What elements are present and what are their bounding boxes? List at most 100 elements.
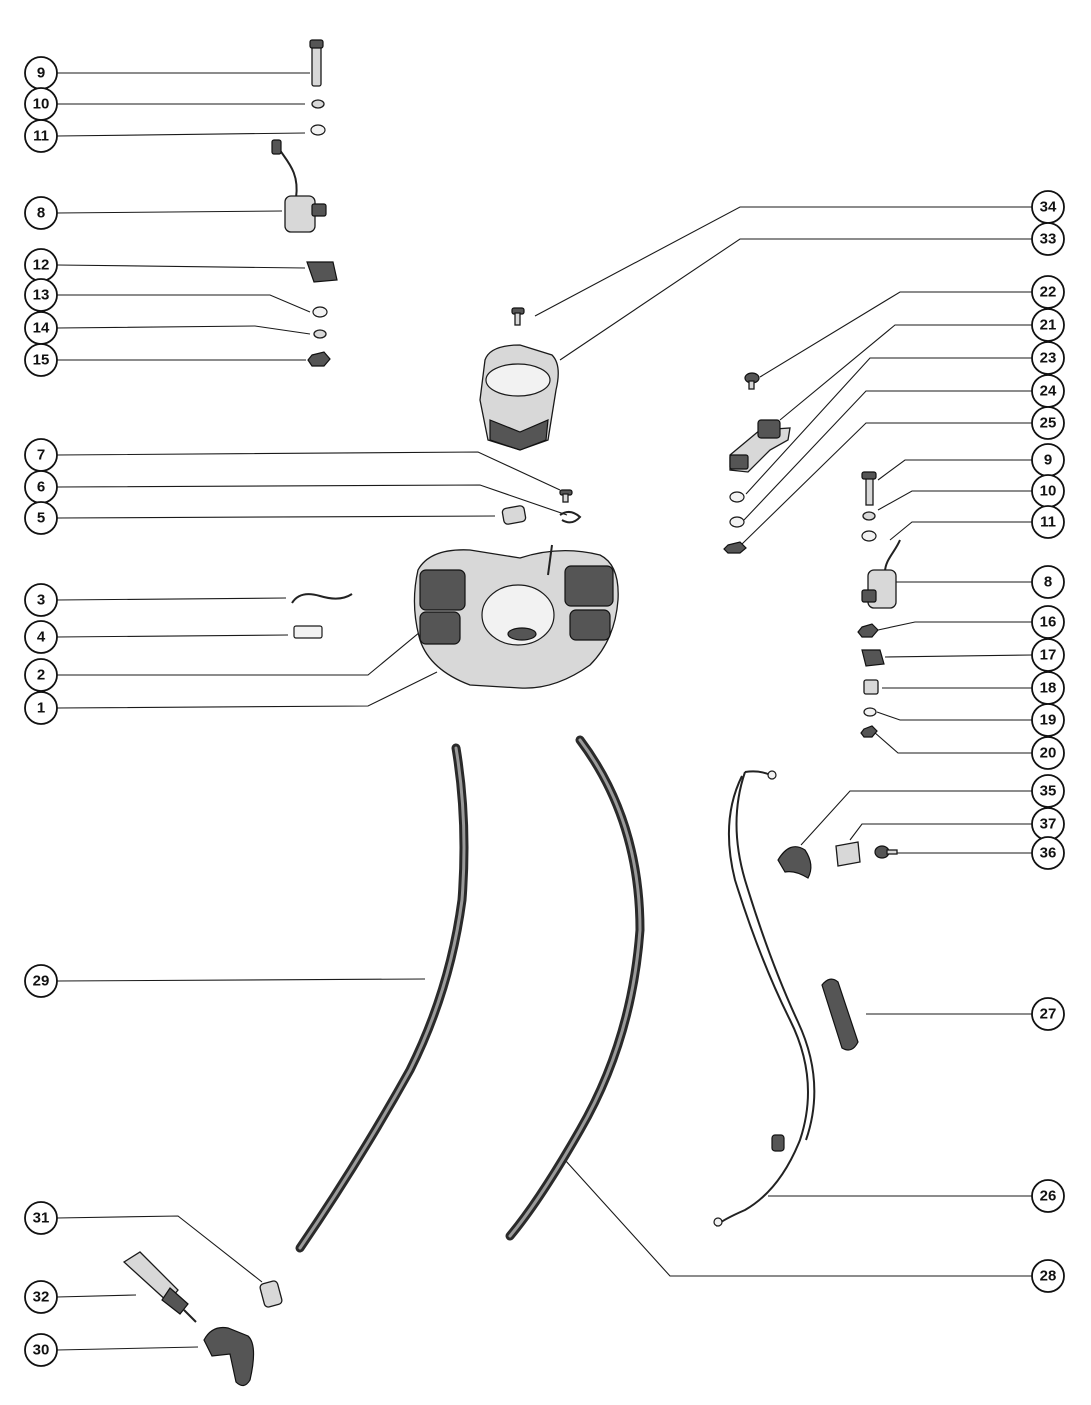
svg-text:4: 4 (37, 629, 46, 646)
callout-11-right: 11 (1031, 505, 1065, 539)
svg-text:35: 35 (1040, 783, 1057, 800)
connector-part-5 (501, 505, 527, 525)
high-tension-lead-part-28 (505, 735, 645, 1241)
callout-24: 24 (1031, 374, 1065, 408)
svg-text:33: 33 (1040, 231, 1057, 248)
clip-part-37 (835, 841, 861, 867)
svg-text:36: 36 (1040, 845, 1057, 862)
svg-text:14: 14 (33, 320, 50, 337)
callout-25: 25 (1031, 406, 1065, 440)
callout-5: 5 (24, 501, 58, 535)
callout-33: 33 (1031, 222, 1065, 256)
breaker-point-part-21 (729, 419, 791, 473)
callout-18: 18 (1031, 671, 1065, 705)
lockwasher-part-14 (313, 329, 327, 339)
spark-plug-part-32 (122, 1251, 197, 1323)
svg-text:32: 32 (33, 1289, 50, 1306)
nut-part-16 (857, 623, 879, 638)
svg-text:21: 21 (1040, 317, 1057, 334)
callout-labels: 9 10 11 8 12 13 14 15 7 6 5 3 4 2 1 29 3… (24, 56, 1065, 1367)
coil-part-8-right (861, 539, 901, 609)
svg-text:19: 19 (1040, 712, 1057, 729)
svg-text:22: 22 (1040, 284, 1057, 301)
callout-31: 31 (24, 1201, 58, 1235)
washer-part-11-left (310, 124, 326, 136)
sleeve-part-31 (259, 1280, 283, 1308)
washer-part-11-right (861, 530, 877, 542)
leader-lines (56, 72, 1033, 1351)
callout-16: 16 (1031, 605, 1065, 639)
clip-part-17 (861, 649, 885, 667)
washer-part-13 (312, 306, 328, 318)
callout-23: 23 (1031, 341, 1065, 375)
spark-plug-boot-part-30 (203, 1326, 255, 1387)
callout-13: 13 (24, 278, 58, 312)
sleeve-part-27 (821, 978, 859, 1051)
svg-text:29: 29 (33, 973, 50, 990)
svg-text:11: 11 (33, 128, 49, 145)
svg-text:16: 16 (1040, 614, 1057, 631)
wire-harness-part-26 (713, 770, 816, 1227)
callout-4: 4 (24, 620, 58, 654)
stator-plate-assembly-part-1-2 (413, 544, 619, 689)
callout-10-left: 10 (24, 87, 58, 121)
svg-text:6: 6 (37, 479, 45, 496)
callout-2: 2 (24, 658, 58, 692)
callout-10-right: 10 (1031, 474, 1065, 508)
callout-35: 35 (1031, 774, 1065, 808)
svg-text:23: 23 (1040, 350, 1057, 367)
clip-part-6 (559, 511, 582, 524)
parts-illustration (122, 39, 901, 1387)
callout-9-right: 9 (1031, 443, 1065, 477)
svg-text:7: 7 (37, 447, 45, 464)
svg-text:37: 37 (1040, 816, 1057, 833)
screw-part-9-right (861, 471, 877, 506)
callout-19: 19 (1031, 703, 1065, 737)
callout-37: 37 (1031, 807, 1065, 841)
callout-6: 6 (24, 470, 58, 504)
svg-text:11: 11 (1040, 514, 1056, 531)
svg-text:15: 15 (33, 352, 50, 369)
svg-text:10: 10 (1040, 483, 1057, 500)
svg-text:26: 26 (1040, 1188, 1057, 1205)
svg-text:24: 24 (1040, 383, 1057, 400)
callout-14: 14 (24, 311, 58, 345)
callout-11-left: 11 (24, 119, 58, 153)
svg-text:8: 8 (37, 205, 45, 222)
nut-part-15 (307, 351, 331, 367)
nut-part-20 (860, 725, 878, 738)
callout-30: 30 (24, 1333, 58, 1367)
svg-text:3: 3 (37, 592, 45, 609)
svg-text:9: 9 (1044, 452, 1052, 469)
block-part-18 (863, 679, 879, 695)
svg-text:17: 17 (1040, 647, 1057, 664)
callout-12: 12 (24, 248, 58, 282)
svg-text:2: 2 (37, 667, 45, 684)
sleeve-part-4 (293, 625, 323, 639)
svg-text:12: 12 (33, 257, 50, 274)
svg-text:10: 10 (33, 96, 50, 113)
callout-8-left: 8 (24, 196, 58, 230)
svg-text:31: 31 (33, 1210, 50, 1227)
svg-text:25: 25 (1040, 415, 1057, 432)
callout-9-left: 9 (24, 56, 58, 90)
callout-15: 15 (24, 343, 58, 377)
high-tension-lead-part-29 (295, 743, 469, 1253)
callout-26: 26 (1031, 1179, 1065, 1213)
svg-text:28: 28 (1040, 1268, 1057, 1285)
wire-part-3 (291, 593, 353, 604)
callout-21: 21 (1031, 308, 1065, 342)
callout-20: 20 (1031, 736, 1065, 770)
svg-text:5: 5 (37, 510, 45, 527)
callout-3: 3 (24, 583, 58, 617)
svg-text:18: 18 (1040, 680, 1057, 697)
washer-part-19 (863, 707, 877, 717)
washer-part-24 (729, 516, 745, 528)
clamp-part-35 (777, 846, 812, 879)
svg-text:9: 9 (37, 65, 45, 82)
svg-text:8: 8 (1044, 574, 1052, 591)
svg-text:30: 30 (33, 1342, 50, 1359)
lockwasher-part-10-left (311, 99, 325, 109)
nut-part-25 (723, 541, 747, 554)
